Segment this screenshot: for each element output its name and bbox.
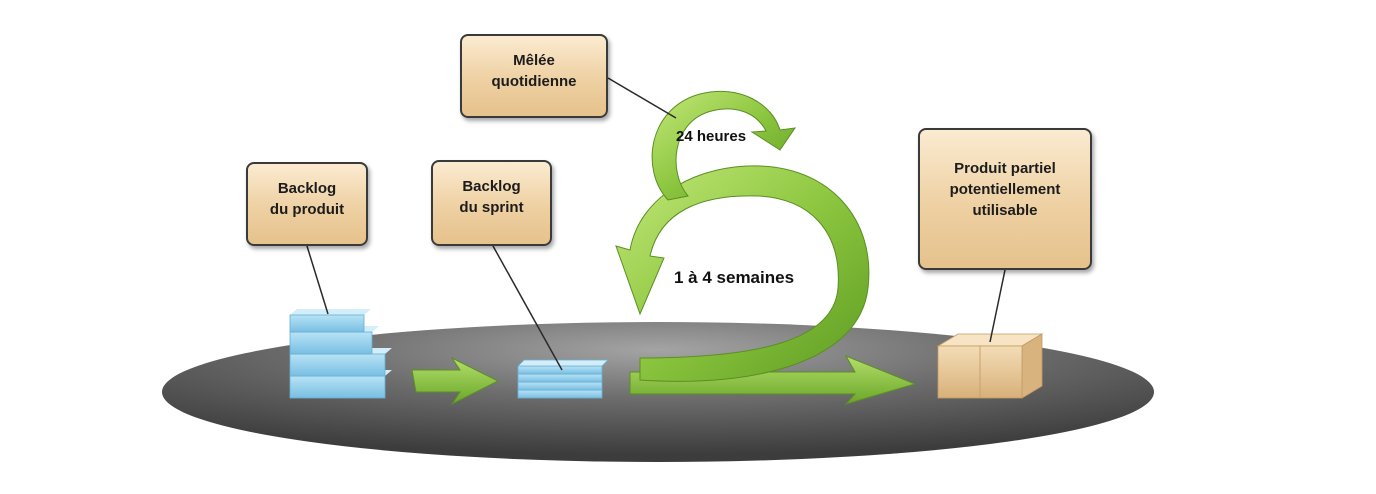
increment-line-1: Produit partiel — [954, 160, 1056, 177]
daily-cycle-label: 24 heures — [676, 128, 747, 145]
sprint-backlog-line-1: Backlog — [462, 178, 521, 195]
backlog-transfer-arrow — [411, 356, 500, 406]
callout-increment: Produit partiel potentiellement utilisab… — [918, 128, 1092, 270]
product-box — [936, 333, 1044, 399]
sprint-output-arrow — [629, 354, 917, 405]
product-backlog-stack — [289, 309, 392, 399]
callout-sprint-backlog: Backlog du sprint — [431, 160, 552, 246]
sprint-backlog-stack — [517, 359, 609, 399]
sprint-cycle-arrow — [615, 165, 870, 382]
connector-lines — [306, 77, 1006, 371]
sprint-cycle-label: 1 à 4 semaines — [674, 268, 795, 287]
product-backlog-line-2: du produit — [269, 201, 345, 218]
daily-scrum-line-1: Mêlée — [513, 52, 555, 69]
product-backlog-line-1: Backlog — [277, 180, 337, 197]
increment-line-3: utilisable — [972, 202, 1038, 219]
callout-product-backlog: Backlog du produit — [246, 162, 368, 246]
daily-cycle-arrow — [651, 90, 797, 201]
increment-line-2: potentiellement — [949, 181, 1061, 198]
daily-scrum-line-2: quotidienne — [491, 73, 577, 90]
callout-daily-scrum: Mêlée quotidienne — [460, 34, 608, 118]
sprint-backlog-line-2: du sprint — [459, 199, 524, 216]
